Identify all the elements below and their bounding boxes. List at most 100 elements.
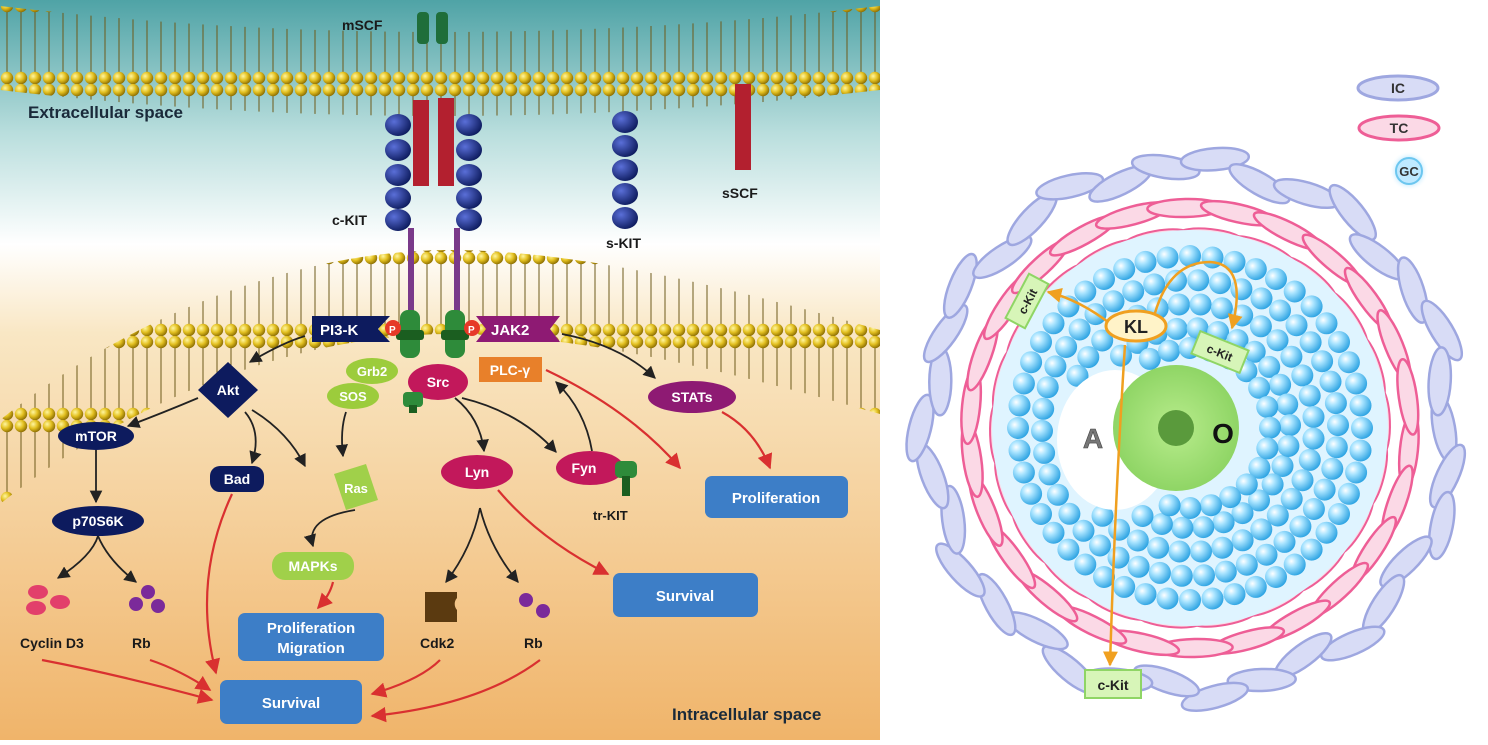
cell-membrane — [0, 250, 880, 504]
gc-cell — [1273, 530, 1296, 553]
arrow-cdk2-survival — [370, 659, 441, 698]
gc-cell — [1328, 503, 1350, 525]
mapks-label: MAPKs — [288, 558, 337, 574]
gc-cell — [1269, 373, 1292, 396]
red-arrows — [41, 369, 773, 723]
gc-cell — [1036, 376, 1059, 399]
ic-cell — [1180, 681, 1250, 712]
gc-cell — [1089, 534, 1111, 557]
p70s6k-node — [52, 506, 144, 536]
lyn-label: Lyn — [465, 464, 489, 480]
gc-cell — [1210, 297, 1233, 320]
arrow-lyn-survival — [497, 489, 610, 575]
gc-cell — [1258, 355, 1281, 378]
gc-cell — [1256, 437, 1279, 460]
arrow-mapks-prolif — [316, 581, 335, 610]
gc-cell — [1147, 536, 1170, 559]
stats-label: STATs — [671, 389, 712, 405]
gc-cell — [1179, 245, 1201, 267]
mtor-label: mTOR — [75, 428, 117, 444]
ic-cell — [922, 303, 969, 364]
gc-cell — [1158, 339, 1180, 362]
gc-cell — [1031, 419, 1053, 442]
skit-domain-5 — [612, 207, 638, 229]
gc-cell — [1168, 540, 1191, 563]
arrow-pi3k-akt — [248, 335, 306, 363]
gc-cell — [1055, 336, 1078, 358]
gc-cell — [1212, 511, 1235, 534]
ckit-right-domain-4 — [456, 187, 482, 209]
fyn-node — [556, 451, 624, 485]
ckit-right-domain-2 — [456, 139, 482, 161]
arrow-src-lyn — [454, 397, 489, 453]
ckit-right-domain-3 — [456, 164, 482, 186]
ic-cell — [1396, 256, 1429, 324]
gc-cell — [1165, 317, 1188, 340]
ckit-kinase-domain-left — [396, 310, 424, 358]
gc-cell — [1156, 246, 1179, 269]
gc-cell — [1066, 364, 1089, 387]
gc-cell — [1143, 273, 1166, 296]
gc-cell — [1193, 564, 1215, 587]
gc-cell — [1020, 482, 1043, 505]
antrum-label: A — [1083, 423, 1103, 454]
ic-cell — [942, 252, 978, 319]
ic-cell — [1228, 163, 1291, 205]
gc-cell — [1300, 295, 1323, 318]
gc-cell — [1008, 394, 1031, 417]
tc-cell — [1396, 358, 1420, 436]
gc-cell — [1269, 299, 1291, 322]
arrow-fyn-plcg — [555, 381, 593, 452]
bad-label: Bad — [224, 471, 250, 487]
ckit-receptor — [385, 98, 482, 338]
gc-cell — [1113, 258, 1136, 281]
gc-cell — [1110, 344, 1132, 367]
gc-cell — [1231, 502, 1254, 525]
gc-cell — [1230, 278, 1253, 301]
rb-right-label: Rb — [524, 635, 543, 651]
gc-cell — [1113, 575, 1136, 598]
gc-cell — [1102, 290, 1125, 313]
sscf-label: sSCF — [722, 185, 758, 201]
gc-cell — [1012, 372, 1035, 395]
ckit-tag-right: c-Kit — [1190, 329, 1250, 375]
cdk2-label: Cdk2 — [420, 635, 454, 651]
phospho-right — [464, 320, 480, 336]
arrow-akt-bad — [244, 411, 262, 465]
gc-cell — [1093, 268, 1115, 290]
gc-cell — [1219, 486, 1242, 509]
gc-cell — [1243, 340, 1266, 363]
gc-cell — [1093, 566, 1115, 588]
arrow-cyclin-survival — [41, 658, 214, 704]
jak2-node — [476, 316, 560, 342]
gc-cell — [1077, 346, 1100, 369]
gc-cell — [1283, 280, 1306, 303]
gc-cell — [1250, 287, 1273, 310]
gc-cell — [1291, 364, 1314, 387]
gc-cell — [1248, 456, 1271, 479]
gc-cell — [1259, 416, 1281, 439]
black-arrows — [56, 333, 656, 584]
gc-cell — [1289, 515, 1312, 538]
gc-cell — [1044, 355, 1067, 378]
gc-cell — [1214, 560, 1237, 583]
arrow-rb-survival — [149, 658, 212, 691]
ic-cell — [1427, 346, 1453, 417]
akt-node — [198, 362, 258, 418]
src-kinase-domain — [403, 392, 423, 413]
gc-cell — [1261, 473, 1284, 496]
proliferation-migration-box — [238, 613, 384, 661]
phospho-right-label: P — [468, 325, 475, 336]
upper-membrane — [0, 6, 880, 116]
plcg-node — [479, 357, 542, 382]
oocyte-nucleus — [1158, 410, 1194, 446]
gc-cell — [1042, 521, 1065, 544]
gc-cell — [1150, 513, 1173, 535]
gc-cell — [1277, 435, 1300, 457]
gc-cell — [1311, 350, 1334, 373]
gc-cell — [1276, 393, 1299, 416]
survival-box-mid — [613, 573, 758, 617]
ic-cell — [1379, 535, 1433, 588]
kl-label: KL — [1124, 317, 1148, 337]
arrow-src-fyn — [461, 397, 557, 453]
